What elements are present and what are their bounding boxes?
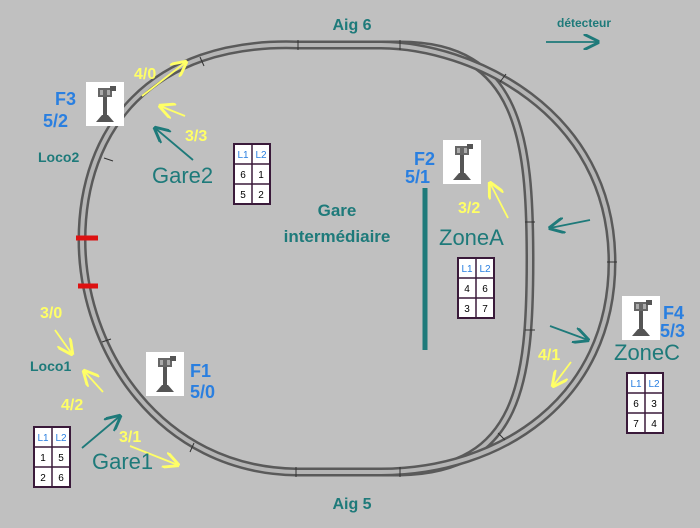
table-cell: 5	[58, 453, 64, 464]
arrow-3-1	[129, 445, 178, 465]
direction-arrows	[81, 42, 598, 449]
detector-3-0: 3/0	[40, 305, 62, 322]
zone-zonec: ZoneC	[614, 340, 680, 365]
detector-3-1: 3/1	[119, 429, 141, 446]
table-header: L2	[479, 264, 491, 275]
table-cell: 3	[651, 399, 657, 410]
label-aig6: Aig 6	[332, 17, 371, 34]
table-header: L1	[237, 150, 249, 161]
signal-f1-code: 5/0	[190, 382, 215, 402]
signal-f1-icon	[146, 352, 184, 396]
table-zonea: L1 L2 4 6 3 7	[457, 257, 495, 319]
zonec-arrow	[549, 325, 588, 340]
detector-arrows	[54, 62, 572, 465]
detector-4-1: 4/1	[538, 347, 560, 364]
table-header: L1	[461, 264, 473, 275]
detector-3-3: 3/3	[185, 128, 207, 145]
arrow-3-2	[490, 183, 509, 219]
table-cell: 6	[240, 170, 246, 181]
table-cell: 6	[633, 399, 639, 410]
signal-f1-name: F1	[190, 361, 211, 381]
arrow-4-2	[84, 371, 104, 393]
signal-f4-icon	[622, 296, 660, 340]
table-header: L2	[55, 433, 67, 444]
signal-f4-name: F4	[663, 303, 684, 323]
signal-f2-code: 5/1	[405, 167, 430, 187]
table-header: L1	[630, 379, 642, 390]
signal-f2-name: F2	[414, 149, 435, 169]
zone-gare2: Gare2	[152, 163, 213, 188]
table-cell: 6	[482, 284, 488, 295]
signal-f4-code: 5/3	[660, 321, 685, 341]
arrow-3-3	[160, 106, 186, 116]
zone-zonea: ZoneA	[439, 225, 504, 250]
table-header: L2	[648, 379, 660, 390]
label-detecteur: détecteur	[557, 16, 611, 30]
table-header: L2	[255, 150, 267, 161]
table-cell: 4	[464, 284, 470, 295]
gare2-arrow	[155, 128, 194, 161]
table-gare2: L1 L2 6 1 5 2	[233, 143, 271, 205]
table-cell: 7	[633, 419, 639, 430]
signal-f3-code: 5/2	[43, 111, 68, 131]
label-gare-intermediaire-1: Gare	[318, 201, 357, 220]
signal-f3-name: F3	[55, 89, 76, 109]
table-gare1: L1 L2 1 5 2 6	[33, 426, 71, 488]
detector-3-2: 3/2	[458, 200, 480, 217]
table-zonec: L1 L2 6 3 7 4	[626, 372, 664, 434]
table-header: L1	[37, 433, 49, 444]
table-cell: 1	[40, 453, 46, 464]
gare1-arrow	[81, 416, 120, 449]
label-loco2: Loco2	[38, 149, 79, 165]
table-cell: 6	[58, 473, 64, 484]
label-aig5: Aig 5	[332, 496, 371, 513]
table-cell: 5	[240, 190, 246, 201]
table-cell: 1	[258, 170, 264, 181]
detector-4-0: 4/0	[134, 66, 156, 83]
track-rails	[77, 40, 617, 477]
arrow-4-0	[141, 62, 186, 97]
table-cell: 7	[482, 304, 488, 315]
signal-f3-icon	[86, 82, 124, 126]
label-loco1: Loco1	[30, 358, 71, 374]
detector-4-2: 4/2	[61, 397, 83, 414]
table-cell: 4	[651, 419, 657, 430]
table-cell: 2	[40, 473, 46, 484]
zone-gare1: Gare1	[92, 449, 153, 474]
table-cell: 2	[258, 190, 264, 201]
label-gare-intermediaire-2: intermédiaire	[284, 227, 391, 246]
arrow-3-0	[54, 329, 72, 354]
signal-f2-icon	[443, 140, 481, 184]
arrow-4-1	[553, 361, 572, 386]
table-cell: 3	[464, 304, 470, 315]
zonea-arrow	[550, 220, 591, 228]
